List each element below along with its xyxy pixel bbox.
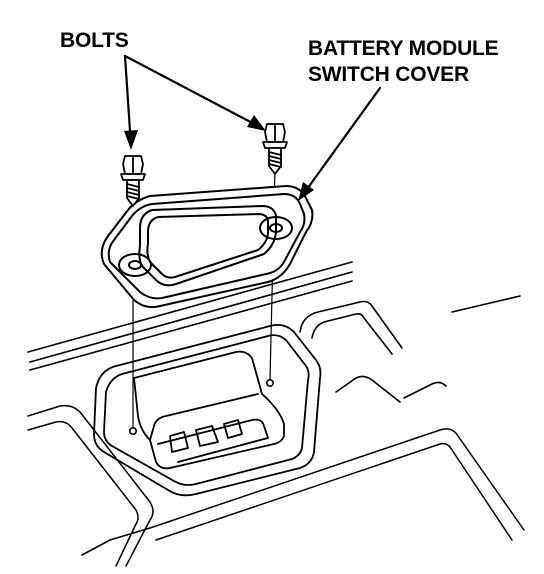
switch-cover-label: BATTERY MODULE SWITCH COVER — [308, 36, 499, 88]
floor-panel — [27, 261, 521, 556]
switch-cover-label-line1: BATTERY MODULE — [308, 37, 499, 60]
bolt-right — [262, 123, 288, 175]
right-lower-panel — [149, 428, 525, 541]
arrowheads — [124, 115, 314, 201]
switch-cover-label-line2: SWITCH COVER — [308, 63, 469, 86]
right-side-bracket — [299, 300, 447, 403]
left-lower-panel — [27, 404, 154, 567]
bolt-left — [120, 155, 146, 207]
bolts-label: BOLTS — [60, 28, 129, 54]
switch-recess — [93, 323, 322, 497]
bolts-label-text: BOLTS — [60, 29, 129, 52]
switch-cover-plate — [100, 185, 314, 309]
